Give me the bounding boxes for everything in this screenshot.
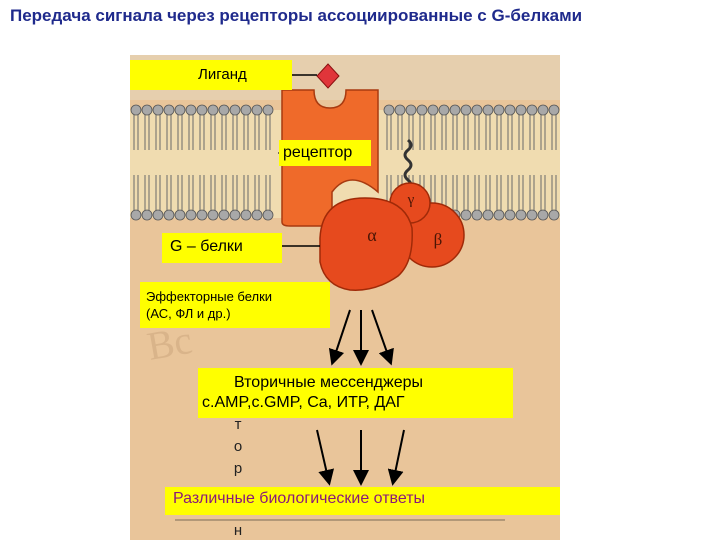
lipid-head (494, 105, 504, 115)
lipid-head (230, 105, 240, 115)
lipid-head (516, 210, 526, 220)
lipid-head (395, 105, 405, 115)
lipid-head (384, 105, 394, 115)
lipid-head (472, 105, 482, 115)
lipid-head (549, 105, 559, 115)
stray-letter-2: о (228, 438, 248, 455)
stray-letter-3: р (228, 460, 248, 477)
lipid-head (549, 210, 559, 220)
alpha-subunit (320, 198, 412, 290)
ligand-label: Лиганд (130, 60, 292, 90)
lipid-head (219, 105, 229, 115)
lipid-head (538, 105, 548, 115)
lipid-head (450, 105, 460, 115)
lipid-head (263, 105, 273, 115)
lipid-head (527, 210, 537, 220)
lipid-head (439, 105, 449, 115)
effector-line-2: (АС, ФЛ и др.) (146, 305, 330, 322)
lipid-head (241, 105, 251, 115)
lipid-head (219, 210, 229, 220)
lipid-head (197, 105, 207, 115)
lipid-head (208, 210, 218, 220)
lipid-head (494, 210, 504, 220)
lipid-head (472, 210, 482, 220)
lipid-head (142, 105, 152, 115)
lipid-head (252, 105, 262, 115)
lipid-head (505, 210, 515, 220)
lipid-head (197, 210, 207, 220)
lipid-head (461, 210, 471, 220)
gamma-symbol: γ (407, 192, 415, 208)
lipid-head (142, 210, 152, 220)
lipid-head (153, 210, 163, 220)
stray-letter-1: т (228, 416, 248, 433)
lipid-head (527, 105, 537, 115)
effector-proteins-label: Эффекторные белки (АС, ФЛ и др.) (140, 282, 330, 328)
lipid-head (538, 210, 548, 220)
lipid-head (483, 210, 493, 220)
lipid-head (263, 210, 273, 220)
lipid-head (164, 210, 174, 220)
lipid-head (131, 105, 141, 115)
lipid-head (483, 105, 493, 115)
lipid-head (186, 210, 196, 220)
alpha-symbol: α (367, 225, 377, 245)
lipid-head (505, 105, 515, 115)
effector-line-1: Эффекторные белки (146, 288, 330, 305)
lipid-head (252, 210, 262, 220)
lipid-head (516, 105, 526, 115)
lipid-head (208, 105, 218, 115)
stray-letter-4: н (228, 522, 248, 539)
lipid-head (164, 105, 174, 115)
lipid-head (131, 210, 141, 220)
beta-symbol: β (434, 230, 443, 249)
receptor-label: рецептор (279, 140, 371, 166)
second-line-2: с.AMP,с.GMP, Ca, ИТР, ДАГ (202, 393, 513, 413)
lipid-head (428, 105, 438, 115)
second-line-1: Вторичные мессенджеры (202, 373, 513, 393)
lipid-head (417, 105, 427, 115)
lipid-head (153, 105, 163, 115)
lipid-head (241, 210, 251, 220)
lipid-head (175, 210, 185, 220)
lipid-head (230, 210, 240, 220)
lipid-head (406, 105, 416, 115)
g-protein-label: G – белки (162, 233, 282, 263)
lipid-head (186, 105, 196, 115)
second-messengers-label: Вторичные мессенджеры с.AMP,с.GMP, Ca, И… (198, 368, 513, 418)
lipid-head (175, 105, 185, 115)
lipid-head (461, 105, 471, 115)
biological-responses-label: Различные биологические ответы (165, 487, 560, 515)
